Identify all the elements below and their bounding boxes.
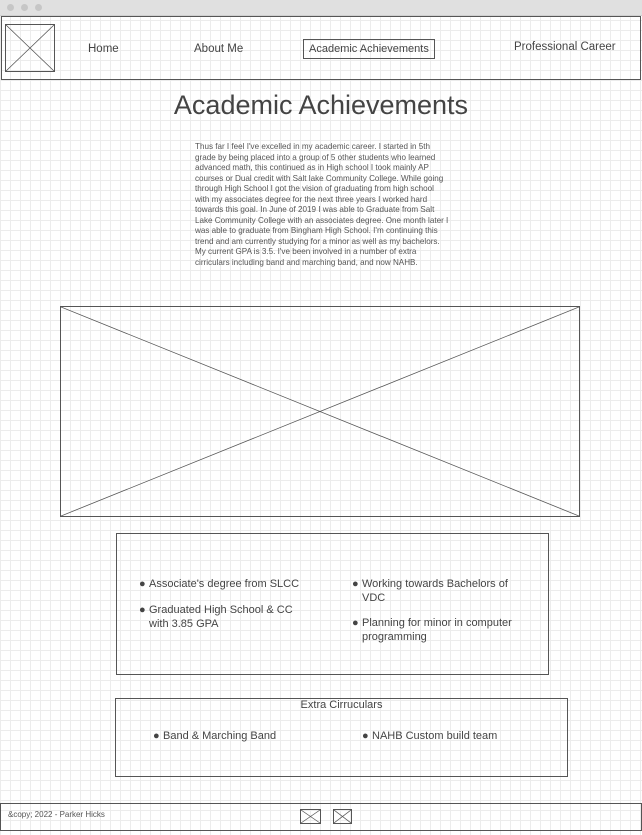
nav-academic-link[interactable]: Academic Achievements [303,39,435,59]
list-item: ● Graduated High School & CC with 3.85 G… [139,604,309,631]
list-item: ● Associate's degree from SLCC [139,578,319,592]
bullet-icon: ● [139,578,146,590]
hero-image-placeholder [60,306,580,517]
footer-social-link-2[interactable] [333,809,352,824]
site-header [1,16,641,80]
achievement-text: Working towards Bachelors of VDC [362,578,508,604]
list-item: ● Planning for minor in computer program… [352,617,532,644]
site-footer: &copy; 2022 - Parker Hicks [0,803,642,831]
achievements-panel: ● Associate's degree from SLCC ● Graduat… [116,533,549,675]
achievement-text: Associate's degree from SLCC [149,578,300,590]
window-titlebar [0,0,642,16]
achievement-text: Graduated High School & CC with 3.85 GPA [149,604,293,630]
nav-home-link[interactable]: Home [88,43,119,55]
logo-image-placeholder[interactable] [5,24,55,72]
window-maximize-dot[interactable] [35,4,42,11]
achievement-text: Planning for minor in computer programmi… [362,617,512,643]
intro-paragraph: Thus far I feel I've excelled in my acad… [195,142,449,267]
extracurriculars-heading: Extra Cirruculars [300,699,383,711]
extracurricular-text: NAHB Custom build team [372,730,498,742]
extracurriculars-panel: Extra Cirruculars ● Band & Marching Band… [115,698,568,777]
image-placeholder-icon [61,307,579,516]
image-placeholder-icon [301,810,320,823]
nav-about-link[interactable]: About Me [194,43,244,55]
bullet-icon: ● [352,617,359,629]
extracurricular-text: Band & Marching Band [163,730,277,742]
bullet-icon: ● [362,730,369,742]
bullet-icon: ● [153,730,160,742]
copyright-text: &copy; 2022 - Parker Hicks [8,810,105,819]
page-title: Academic Achievements [173,90,469,120]
nav-professional-link[interactable]: Professional Career [514,41,616,53]
list-item: ● NAHB Custom build team [362,730,557,744]
image-placeholder-icon [334,810,351,823]
list-item: ● Band & Marching Band [153,730,333,744]
image-placeholder-icon [6,25,54,71]
bullet-icon: ● [139,604,146,616]
window-close-dot[interactable] [7,4,14,11]
window-minimize-dot[interactable] [21,4,28,11]
footer-social-link-1[interactable] [300,809,321,824]
bullet-icon: ● [352,578,359,590]
list-item: ● Working towards Bachelors of VDC [352,578,532,605]
